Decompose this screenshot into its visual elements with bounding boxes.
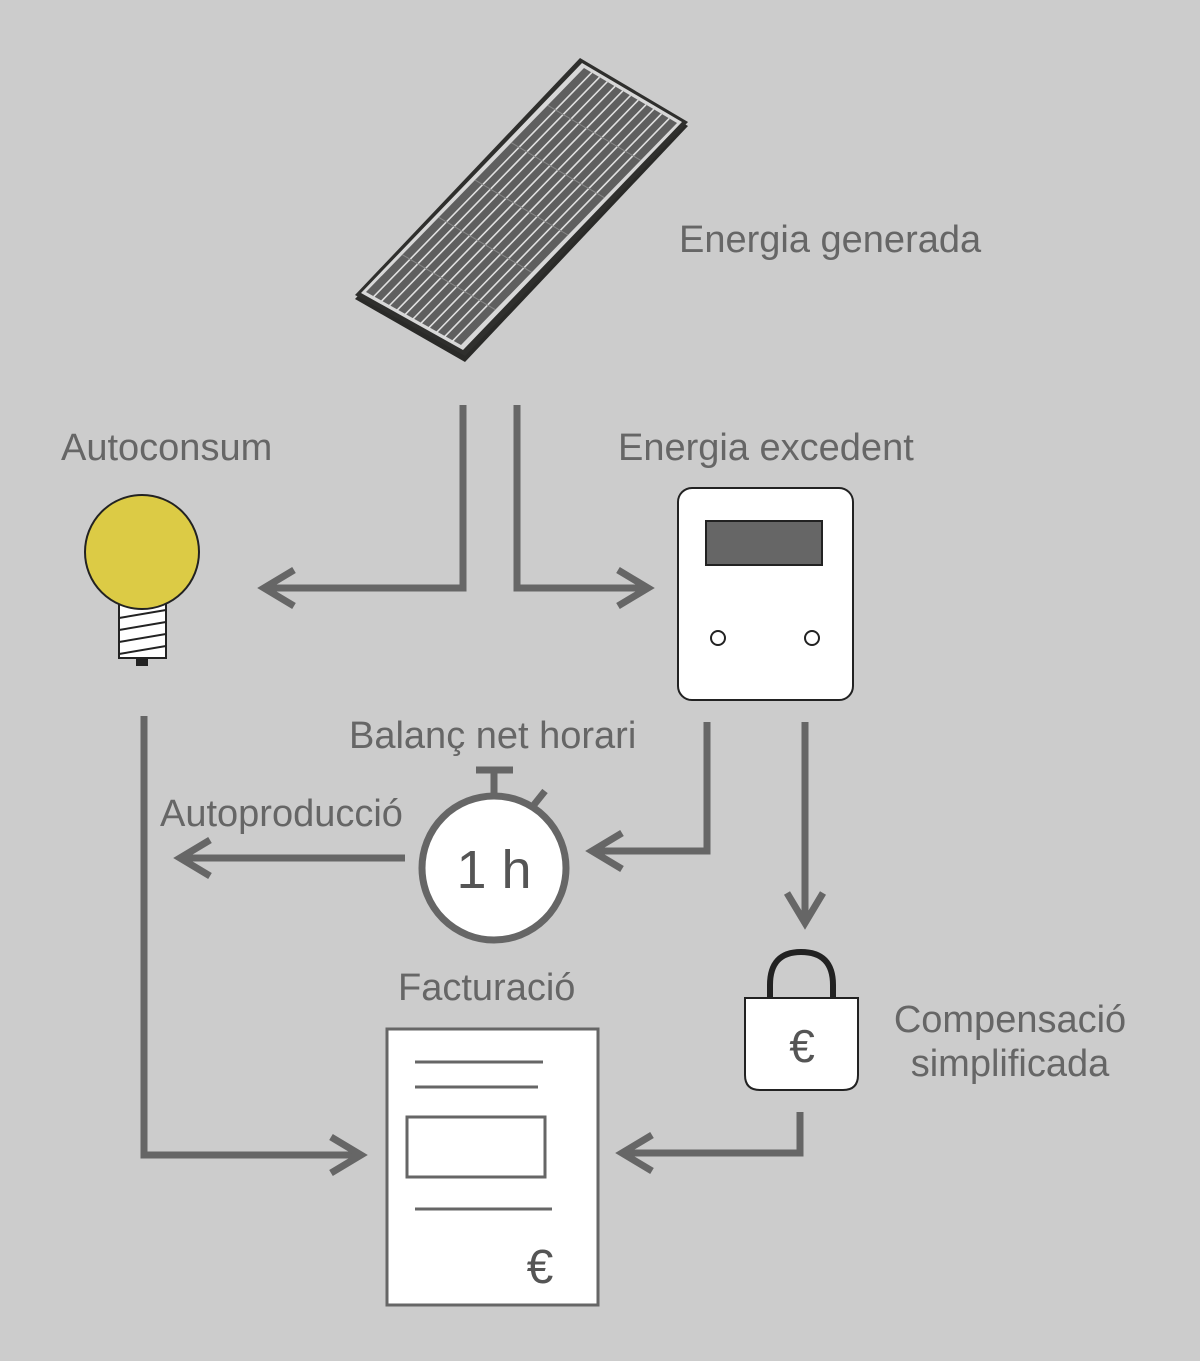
panel-cell-divider (547, 104, 641, 161)
arrow-to-self-consumption (257, 405, 467, 610)
money-bag-icon: € (744, 948, 859, 1091)
arrow-to-surplus (513, 405, 655, 610)
label-self-consumption: Autoconsum (61, 427, 272, 469)
panel-cell-divider (474, 179, 569, 236)
panel-cell-divider (511, 142, 605, 199)
solar-panel-icon (355, 58, 688, 362)
arrow-meter-to-stopwatch (585, 722, 711, 873)
stopwatch-icon: 1 h (418, 766, 570, 944)
electric-meter-icon (677, 487, 854, 701)
label-hourly-net-balance: Balanç net horari (349, 715, 636, 757)
invoice-icon: € (385, 1027, 600, 1307)
label-surplus: Energia excedent (618, 427, 914, 469)
label-billing: Facturació (398, 967, 575, 1009)
arrow-compensation-to-billing (615, 1112, 804, 1175)
label-compensation-1: Compensació (894, 999, 1126, 1041)
label-generated: Energia generada (679, 219, 982, 261)
invoice-euro: € (527, 1241, 554, 1294)
panel-cell-divider (438, 216, 532, 273)
light-bulb-icon (84, 494, 200, 666)
arrow-meter-to-compensation (783, 722, 827, 930)
arrow-self-production (173, 836, 405, 880)
stopwatch-text: 1 h (456, 840, 531, 900)
bag-euro: € (789, 1020, 815, 1072)
label-self-production: Autoproducció (160, 793, 403, 835)
panel-cell-divider (402, 254, 496, 311)
label-compensation-2: simplificada (911, 1043, 1110, 1085)
arrow-bulb-to-billing (140, 716, 368, 1177)
